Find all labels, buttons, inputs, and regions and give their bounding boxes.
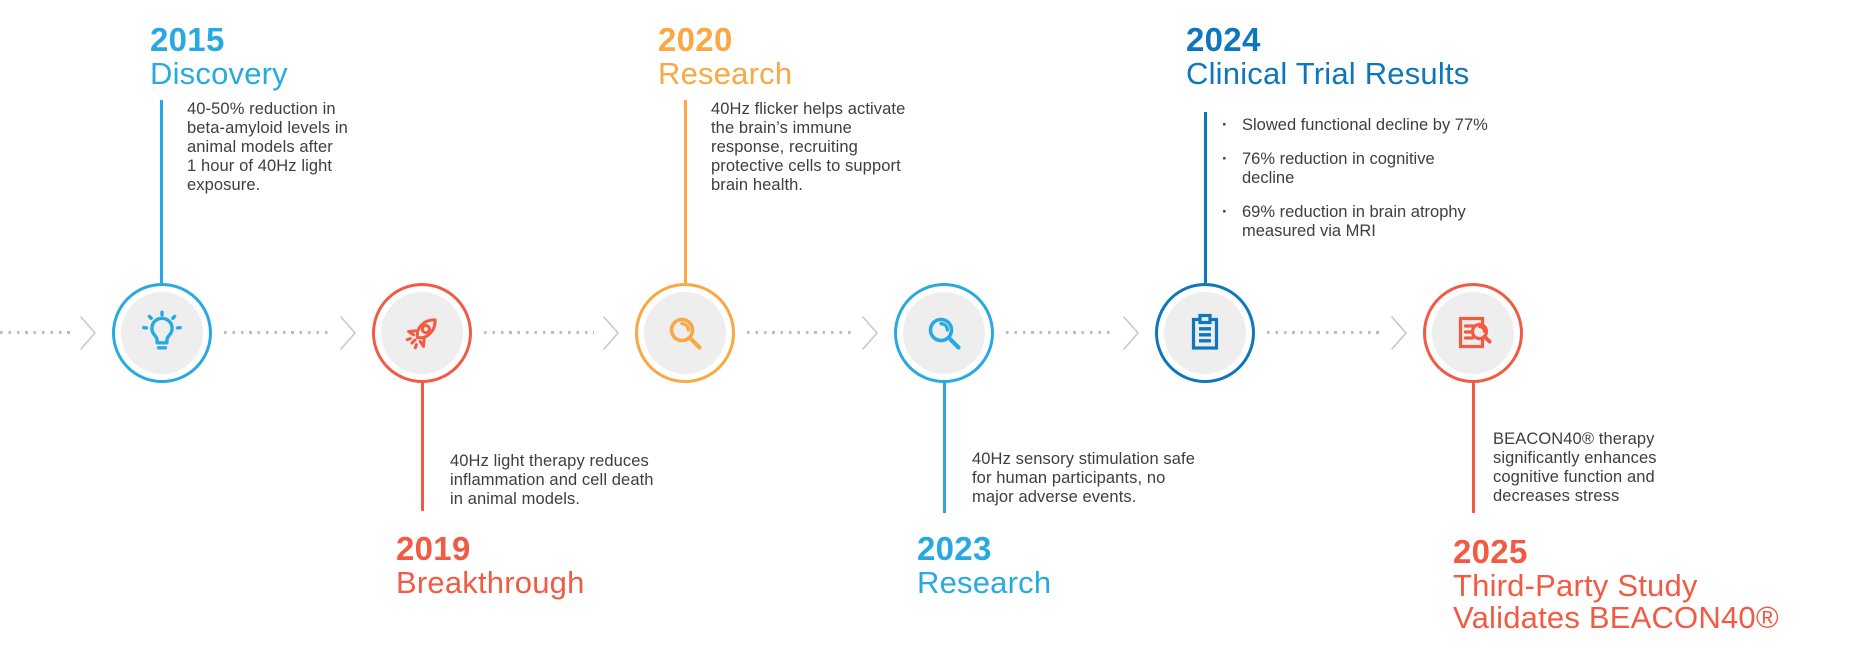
milestone-node <box>635 283 735 383</box>
arrow-right-icon <box>339 315 357 351</box>
milestone-node <box>1423 283 1523 383</box>
timeline-dotted-line <box>0 331 72 334</box>
connector-line <box>1204 112 1207 283</box>
timeline-dotted-line <box>224 331 330 334</box>
clipboard-icon <box>1191 313 1219 350</box>
bullet-dot: · <box>1222 150 1228 168</box>
milestone-node <box>112 283 212 383</box>
rocket-icon <box>405 318 437 350</box>
milestone-year: 2019 <box>396 530 471 567</box>
milestone-node <box>1155 283 1255 383</box>
milestone-year: 2025 <box>1453 533 1528 570</box>
connector-line <box>1472 383 1475 513</box>
connector-line <box>943 383 946 513</box>
milestone-node <box>894 283 994 383</box>
milestone-heading: 2023 Research <box>917 531 1051 599</box>
milestone-heading: 2019 Breakthrough <box>396 531 585 599</box>
milestone-title: Research <box>917 565 1052 600</box>
milestone-year: 2024 <box>1186 21 1261 58</box>
document-search-icon <box>1458 316 1492 349</box>
arrow-right-icon <box>1122 315 1140 351</box>
milestone-title: Discovery <box>150 56 288 91</box>
timeline-dotted-line <box>1006 331 1114 334</box>
milestone-title: Research <box>658 56 793 91</box>
milestone-bullet-list: ·Slowed functional decline by 77% ·76% re… <box>1222 116 1488 241</box>
arrow-right-icon <box>602 315 620 351</box>
bullet-dot: · <box>1222 116 1228 134</box>
arrow-right-icon <box>1390 315 1408 351</box>
bullet-item: ·Slowed functional decline by 77% <box>1222 116 1488 134</box>
timeline-dotted-line <box>747 331 853 334</box>
milestone-year: 2020 <box>658 21 733 58</box>
connector-line <box>684 100 687 283</box>
timeline-dotted-line <box>484 331 594 334</box>
connector-line <box>160 100 163 283</box>
milestone-node <box>372 283 472 383</box>
lightbulb-icon <box>142 310 182 350</box>
bullet-dot: · <box>1222 203 1228 221</box>
milestone-heading: 2024 Clinical Trial Results <box>1186 22 1469 90</box>
milestone-year: 2015 <box>150 21 225 58</box>
milestone-heading: 2015 Discovery <box>150 22 288 90</box>
arrow-right-icon <box>79 315 97 351</box>
magnifier-icon <box>669 317 702 350</box>
connector-line <box>421 383 424 511</box>
milestone-year: 2023 <box>917 530 992 567</box>
magnifier-icon <box>928 317 961 350</box>
milestone-heading: 2020 Research <box>658 22 792 90</box>
timeline-dotted-line <box>1267 331 1382 334</box>
milestone-title: Clinical Trial Results <box>1186 56 1470 91</box>
arrow-right-icon <box>861 315 879 351</box>
milestone-title: Breakthrough <box>396 565 585 600</box>
